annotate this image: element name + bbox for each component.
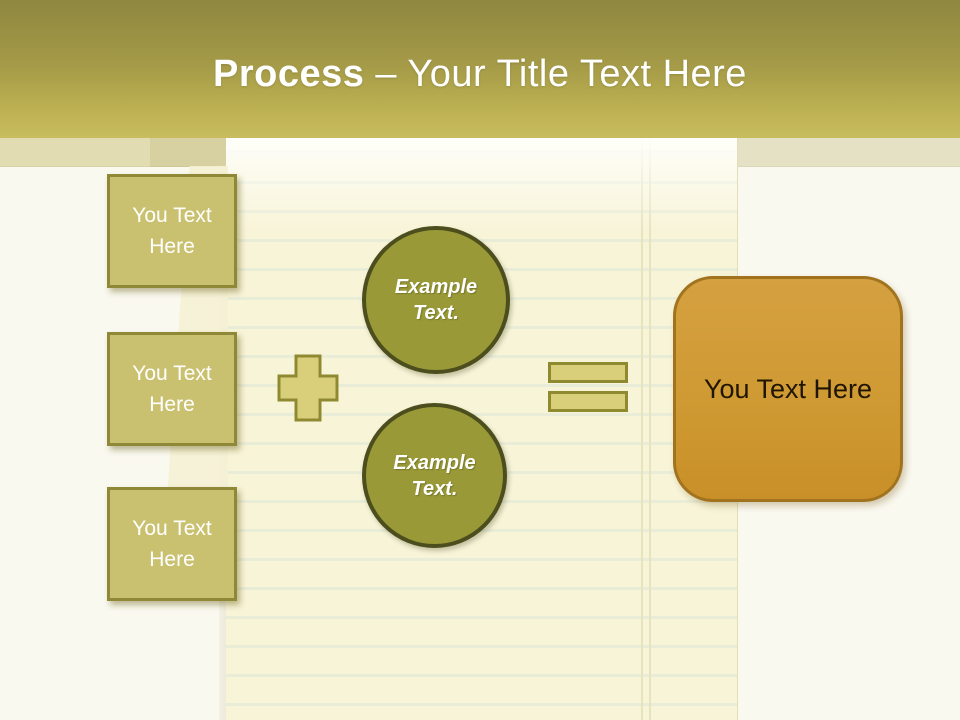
input-box-2-label: You Text Here — [132, 361, 212, 417]
notepad-background — [226, 138, 738, 720]
input-box-1[interactable]: You Text Here — [107, 174, 237, 288]
equals-bar-top — [548, 362, 628, 383]
page-title[interactable]: Process– Your Title Text Here — [213, 53, 747, 96]
slide-header: Process– Your Title Text Here — [0, 0, 960, 138]
example-circle-1[interactable]: Example Text. — [362, 226, 510, 374]
example-circle-2-label: Example Text. — [393, 451, 476, 500]
result-box[interactable]: You Text Here — [673, 276, 903, 502]
equals-bar-bottom — [548, 391, 628, 412]
input-box-3[interactable]: You Text Here — [107, 487, 237, 601]
title-keyword: Process — [213, 52, 365, 95]
equals-icon — [548, 362, 628, 412]
plus-icon — [277, 354, 339, 422]
result-box-label: You Text Here — [703, 373, 873, 404]
example-circle-1-label: Example Text. — [394, 276, 478, 324]
input-box-3-label: You Text Here — [132, 516, 212, 572]
notepad-top-highlight — [226, 138, 737, 233]
title-subtitle: – Your Title Text Here — [375, 52, 747, 95]
input-box-1-label: You Text Here — [132, 203, 212, 259]
example-circle-2[interactable]: Example Text. — [362, 403, 507, 548]
input-box-2[interactable]: You Text Here — [107, 332, 237, 446]
